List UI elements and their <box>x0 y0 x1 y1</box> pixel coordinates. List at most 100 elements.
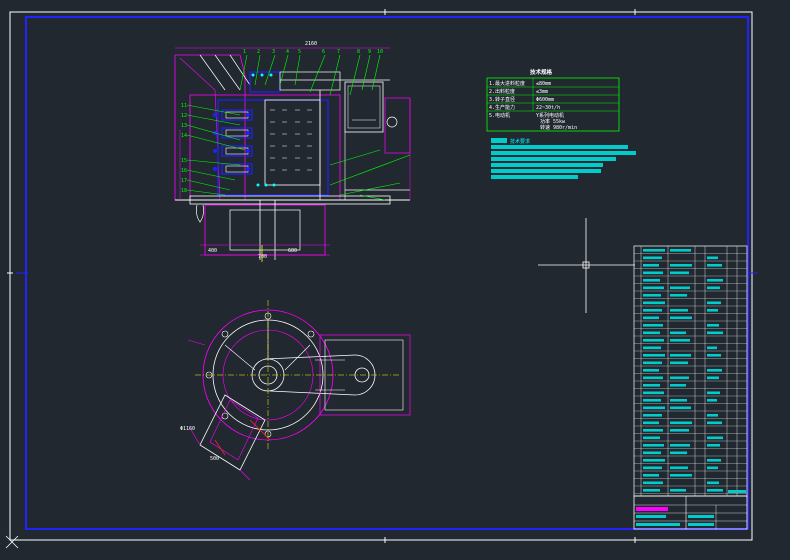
bom-cell-text <box>643 489 660 492</box>
bom-cell-text <box>707 301 721 305</box>
svg-text:2160: 2160 <box>305 41 317 47</box>
svg-text:500: 500 <box>210 456 219 462</box>
spec-label-1: 1.最大进料粒度 <box>489 80 525 87</box>
bom-cell-text <box>707 436 723 440</box>
bom-cell-text <box>707 354 721 357</box>
svg-text:5: 5 <box>298 49 301 55</box>
bom-cell-text <box>670 249 691 252</box>
tech-req-title: 技术要求 <box>510 138 530 145</box>
bom-cell-text <box>643 331 660 335</box>
bom-cell-text <box>707 376 719 380</box>
bom-cell-text <box>643 429 663 432</box>
technical-spec-table: 技术规格 1.最大进料粒度 ≤80mm 2.出料粒度 ≤3mm 3.转子直径 Φ… <box>486 68 620 132</box>
bom-cell-text <box>643 324 663 327</box>
spec-label-3: 3.转子直径 <box>489 96 515 103</box>
bom-cell-text <box>707 279 723 282</box>
ucs-axis-icon <box>5 535 19 549</box>
bom-cell-text <box>643 354 665 357</box>
svg-text:10: 10 <box>377 49 383 55</box>
bom-cell-text <box>643 421 659 425</box>
svg-text:13: 13 <box>181 123 187 129</box>
bom-cell-text <box>643 294 661 297</box>
bom-cell-text <box>643 346 661 350</box>
bom-cell-text <box>707 391 720 395</box>
bom-cell-text <box>670 489 686 492</box>
top-plan-view[interactable]: Φ1160 500 <box>180 300 411 481</box>
svg-text:700: 700 <box>258 254 267 260</box>
spec-label-4: 4.生产能力 <box>489 104 515 111</box>
bom-cell-text <box>670 271 689 275</box>
svg-text:400: 400 <box>208 248 217 254</box>
title-block <box>633 490 748 530</box>
bom-cell-text <box>707 346 717 350</box>
svg-text:15: 15 <box>181 158 187 164</box>
tech-table-title: 技术规格 <box>530 68 553 76</box>
svg-text:6: 6 <box>322 49 325 55</box>
bom-cell-text <box>670 361 688 365</box>
bom-cell-text <box>643 481 663 485</box>
bom-cell-text <box>643 414 662 417</box>
bom-cell-text <box>707 324 719 327</box>
bom-cell-text <box>707 414 718 417</box>
bom-cell-text <box>670 451 687 455</box>
bom-cell-text <box>643 301 665 305</box>
svg-text:3: 3 <box>272 49 275 55</box>
technical-requirements-block: 技术要求 <box>491 138 636 179</box>
spec-label-5: 5.电动机 <box>489 112 510 119</box>
bom-cell-text <box>670 309 688 312</box>
parts-list-table <box>633 245 748 497</box>
svg-text:600: 600 <box>288 248 297 254</box>
spec-value-2: ≤3mm <box>536 89 548 95</box>
bom-cell-text <box>707 481 719 485</box>
svg-text:12: 12 <box>181 113 187 119</box>
bom-cell-text <box>643 376 663 380</box>
svg-text:16: 16 <box>181 168 187 174</box>
svg-text:11: 11 <box>181 103 187 109</box>
bom-cell-text <box>670 399 687 402</box>
bom-cell-text <box>670 331 686 335</box>
bom-cell-text <box>670 429 689 432</box>
spec-value-5: Y系列电动机 <box>536 112 564 119</box>
spec-value-1: ≤80mm <box>536 81 551 87</box>
bom-cell-text <box>643 474 659 477</box>
bom-cell-text <box>643 271 663 275</box>
svg-text:7: 7 <box>337 49 340 55</box>
svg-text:14: 14 <box>181 133 187 139</box>
bom-cell-text <box>670 339 690 342</box>
bom-cell-text <box>707 331 723 335</box>
bom-cell-text <box>707 256 718 260</box>
bom-cell-text <box>643 309 662 312</box>
bom-cell-text <box>643 384 660 387</box>
bom-cell-text <box>670 466 688 470</box>
bom-cell-text <box>670 294 687 297</box>
bom-cell-text <box>670 444 690 447</box>
bom-cell-text <box>643 369 659 372</box>
bom-cell-text <box>643 339 664 342</box>
bom-cell-text <box>670 286 690 290</box>
bom-cell-text <box>707 421 722 425</box>
bom-cell-text <box>707 399 717 402</box>
bom-cell-text <box>707 444 720 447</box>
bom-cell-text <box>643 459 665 462</box>
bom-cell-text <box>643 264 659 267</box>
bom-cell-text <box>643 361 662 365</box>
bom-cell-text <box>707 459 721 462</box>
bom-cell-text <box>643 436 660 440</box>
motor-power: 功率 55kw <box>540 118 566 125</box>
bom-cell-text <box>670 376 689 380</box>
bom-cell-text <box>643 286 664 290</box>
svg-text:9: 9 <box>368 49 371 55</box>
bom-cell-text <box>670 406 691 410</box>
bom-cell-text <box>643 391 664 395</box>
bom-cell-text <box>670 474 692 477</box>
svg-text:2: 2 <box>257 49 260 55</box>
svg-text:17: 17 <box>181 178 187 184</box>
svg-text:4: 4 <box>286 49 289 55</box>
bom-cell-text <box>670 421 692 425</box>
bom-cell-text <box>707 286 720 290</box>
spec-value-4: 22~30t/h <box>536 105 560 111</box>
spec-label-2: 2.出料粒度 <box>489 88 515 95</box>
bom-cell-text <box>643 444 664 447</box>
